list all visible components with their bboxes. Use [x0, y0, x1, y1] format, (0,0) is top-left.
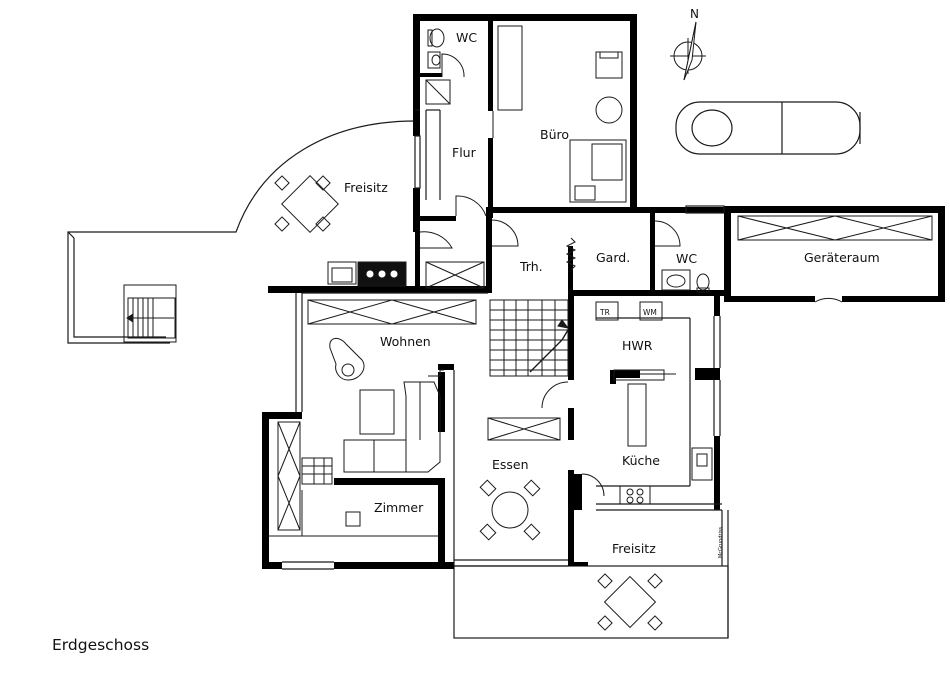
room-label-flur: Flur — [452, 145, 477, 160]
wc-top-fixtures — [425, 28, 451, 105]
dryer-label: TR — [599, 308, 610, 317]
wc-right-fixtures — [661, 269, 710, 293]
compass-north-label: N — [690, 7, 699, 21]
room-label-zimmer: Zimmer — [374, 500, 424, 515]
dining-table-bottom — [597, 573, 663, 631]
kitchen-appliances-top — [327, 261, 407, 287]
washer-label: WM — [643, 308, 657, 317]
room-label-wc-right: WC — [676, 251, 697, 266]
room-label-wohnen: Wohnen — [380, 334, 431, 349]
compass-icon — [670, 21, 706, 81]
terrace-left — [67, 120, 416, 344]
wohnen-furniture — [307, 299, 561, 473]
room-label-gard: Gard. — [596, 250, 630, 265]
room-labels: WC Büro Flur Freisitz Trh. Gard. WC Gerä… — [344, 30, 880, 556]
staircase — [489, 299, 570, 377]
geraeteraum-shelf — [737, 215, 933, 241]
terrace-left-stairs — [123, 284, 177, 343]
flur-wardrobe — [425, 261, 485, 289]
room-label-wc-top: WC — [456, 30, 477, 45]
room-label-hwr: HWR — [622, 338, 653, 353]
floor-plan-caption: Erdgeschoss — [52, 636, 150, 654]
zimmer-furniture — [269, 421, 438, 537]
room-label-essen: Essen — [492, 457, 529, 472]
room-label-geraeteraum: Geräteraum — [804, 250, 880, 265]
credit-text: McGrundriss — [718, 526, 724, 558]
thin-walls — [282, 109, 725, 570]
gard-stairs-rail — [565, 237, 577, 271]
car-outline — [675, 101, 861, 155]
room-label-freisitz-left: Freisitz — [344, 180, 388, 195]
buero-furniture — [497, 25, 627, 203]
room-label-buero: Büro — [540, 127, 569, 142]
doors — [415, 53, 843, 497]
walls — [262, 14, 945, 569]
room-label-freisitz-bottom: Freisitz — [612, 541, 656, 556]
hwr-fixtures — [595, 301, 713, 505]
room-label-trh: Trh. — [519, 259, 543, 274]
room-label-kueche: Küche — [622, 453, 660, 468]
dining-table-left — [274, 175, 339, 233]
dining-table-essen — [479, 479, 541, 541]
terrace-bottom — [453, 510, 729, 639]
